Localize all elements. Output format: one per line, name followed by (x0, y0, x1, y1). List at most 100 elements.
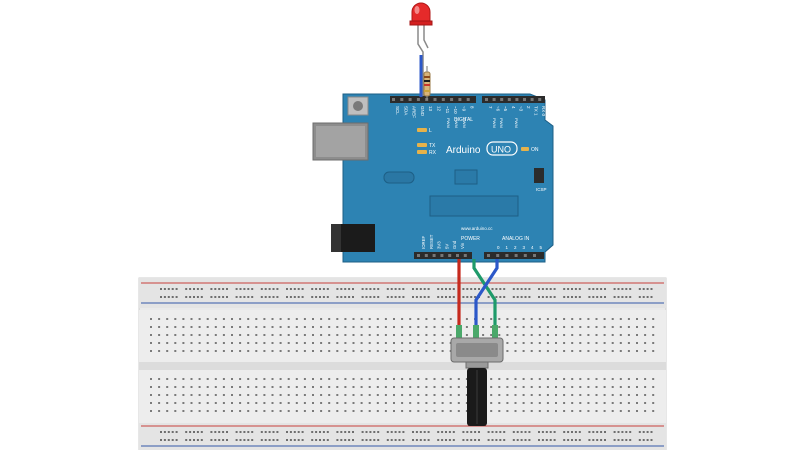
analog-pin-label: 1 (506, 245, 509, 250)
terminal-hole (522, 402, 525, 404)
terminal-hole (222, 378, 225, 380)
rail-hole (462, 296, 465, 298)
header-pin (432, 254, 436, 257)
terminal-hole (279, 386, 282, 388)
header-pin (400, 98, 404, 101)
rail-hole (524, 431, 527, 433)
top-pin-label: RX 0 (541, 106, 546, 117)
terminal-hole (328, 334, 331, 336)
rail-hole (222, 288, 225, 290)
terminal-hole (263, 350, 266, 352)
rail-hole (538, 296, 540, 298)
potentiometer-icon (450, 325, 504, 426)
terminal-hole (190, 402, 193, 404)
terminal-hole (190, 318, 193, 320)
terminal-hole (538, 402, 541, 404)
terminal-hole (174, 350, 177, 352)
terminal-hole (433, 394, 436, 396)
terminal-hole (514, 386, 517, 388)
terminal-hole (158, 334, 161, 336)
terminal-hole (555, 342, 557, 344)
terminal-hole (271, 410, 274, 412)
rail-hole (470, 431, 473, 433)
rail-hole (171, 431, 174, 433)
terminal-hole (174, 334, 177, 336)
terminal-hole (563, 342, 566, 344)
terminal-hole (287, 394, 290, 396)
rail-hole (419, 431, 422, 433)
terminal-hole (514, 378, 517, 380)
rail-hole (567, 431, 570, 433)
terminal-hole (587, 402, 590, 404)
rail-hole (545, 431, 548, 433)
rail-hole (402, 431, 405, 433)
terminal-hole (514, 410, 517, 412)
rail-hole (487, 439, 490, 441)
terminal-hole (490, 386, 493, 388)
terminal-hole (255, 386, 258, 388)
terminal-hole (571, 378, 574, 380)
rail-hole (210, 296, 213, 298)
terminal-hole (206, 378, 209, 380)
terminal-hole (231, 394, 233, 396)
terminal-hole (644, 402, 647, 404)
terminal-hole (320, 342, 323, 344)
rail-hole (571, 288, 573, 290)
rail-hole (617, 288, 620, 290)
rail-hole (545, 439, 548, 441)
terminal-hole (522, 334, 525, 336)
terminal-hole (198, 386, 201, 388)
rail-hole (247, 288, 250, 290)
rail-hole (423, 439, 426, 441)
digital-header-left (390, 96, 476, 103)
top-pin-label: GND (420, 106, 425, 117)
terminal-hole (312, 394, 314, 396)
terminal-hole (312, 326, 314, 328)
terminal-hole (239, 410, 242, 412)
rail-hole (650, 296, 653, 298)
terminal-hole (166, 334, 169, 336)
terminal-hole (441, 394, 444, 396)
terminal-hole (393, 386, 395, 388)
rail-hole (452, 439, 455, 441)
terminal-hole (239, 386, 242, 388)
rail-hole (239, 431, 242, 433)
terminal-hole (279, 342, 282, 344)
header-pin (456, 254, 459, 257)
rail-hole (322, 439, 325, 441)
rail-hole (625, 288, 628, 290)
terminal-hole (579, 386, 582, 388)
terminal-hole (271, 386, 274, 388)
terminal-hole (360, 394, 363, 396)
terminal-hole (320, 334, 323, 336)
terminal-hole (239, 342, 242, 344)
terminal-hole (150, 394, 152, 396)
terminal-hole (174, 342, 177, 344)
rail-hole (210, 431, 213, 433)
rail-hole (297, 296, 300, 298)
terminal-hole (563, 334, 566, 336)
terminal-hole (498, 318, 501, 320)
rail-hole (352, 288, 354, 290)
rail-hole (196, 296, 199, 298)
rail-hole (251, 296, 254, 298)
rail-hole (251, 439, 254, 441)
terminal-hole (271, 342, 274, 344)
rail-hole (297, 439, 300, 441)
rail-hole (200, 439, 203, 441)
rail-hole (369, 296, 372, 298)
rail-hole (520, 431, 523, 433)
terminal-hole (231, 326, 233, 328)
terminal-hole (498, 410, 501, 412)
terminal-hole (587, 410, 590, 412)
rail-hole (604, 288, 606, 290)
terminal-hole (587, 350, 590, 352)
rail-hole (386, 431, 389, 433)
terminal-hole (425, 342, 428, 344)
terminal-hole (401, 402, 404, 404)
rail-hole (239, 288, 242, 290)
terminal-hole (644, 386, 647, 388)
terminal-hole (255, 350, 258, 352)
terminal-hole (571, 326, 574, 328)
